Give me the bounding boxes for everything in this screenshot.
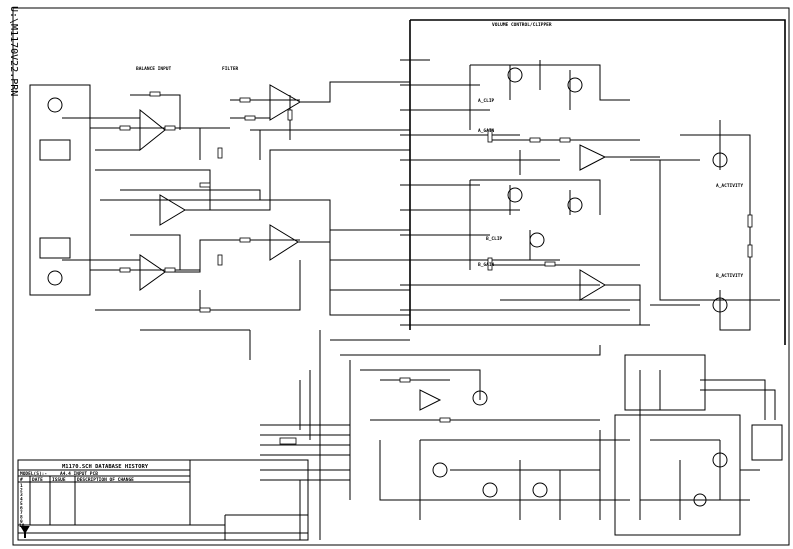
channel-b-input-stage [62, 199, 410, 360]
clipper-a [469, 60, 660, 215]
models-value: A4.4 INPUT PCB [60, 471, 98, 477]
row-number: 2 [20, 488, 23, 494]
company-logo [20, 526, 30, 538]
label-volume-control: VOLUME CONTROL/CLIPPER [492, 22, 552, 28]
lower-circuit [260, 330, 630, 540]
label-a-gain: A_GAIN [478, 128, 495, 134]
jack-b [39, 237, 71, 259]
label-balance-input: BALANCE INPUT [136, 66, 172, 72]
col-issue: ISSUE [52, 477, 66, 483]
input-connector-block [29, 84, 91, 296]
models-label: MODEL(S):- [20, 471, 47, 477]
row-number: 1 [20, 483, 23, 489]
label-b-gain: B_GAIN [478, 262, 495, 268]
title-heading: M1170.SCH DATABASE HISTORY [62, 464, 149, 470]
col-date: DATE [32, 477, 43, 483]
row-number: 5 [20, 501, 23, 507]
channel-a-input-stage [62, 81, 410, 226]
label-filter: FILTER [222, 66, 239, 72]
row-number: 9 [20, 519, 23, 525]
row-number: 6 [20, 506, 23, 512]
row-number: 7 [20, 510, 23, 516]
file-label: U:\M1170V22.PRN [8, 6, 19, 96]
row-number: 3 [20, 492, 23, 498]
drawing-frame [12, 7, 790, 546]
output-connector [751, 424, 783, 461]
row-number: 4 [20, 497, 23, 503]
label-b-activity: B_ACTIVITY [716, 273, 743, 279]
label-a-clip: A_CLIP [478, 98, 495, 104]
label-b-clip: B_CLIP [486, 236, 503, 242]
volume-control-box [409, 19, 786, 345]
activity-indicators [630, 120, 780, 331]
label-a-activity: A_ACTIVITY [716, 183, 743, 189]
panel-sub-box [614, 414, 741, 536]
ems-sub-box [624, 354, 706, 411]
col-number: # [20, 477, 23, 483]
title-block: M1170.SCH DATABASE HISTORY MODEL(S):- A4… [17, 459, 309, 541]
col-description: DESCRIPTION OF CHANGE [77, 477, 134, 483]
history-rows: 1 2 3 4 5 6 7 8 9 10 [19, 483, 25, 529]
clipper-b [469, 179, 641, 325]
bus-connections [400, 59, 650, 326]
xlr-connector-b [47, 270, 63, 286]
jack-a [39, 139, 71, 161]
row-number: 8 [20, 515, 23, 521]
panel-wiring [639, 370, 776, 520]
xlr-connector-a [47, 97, 63, 113]
